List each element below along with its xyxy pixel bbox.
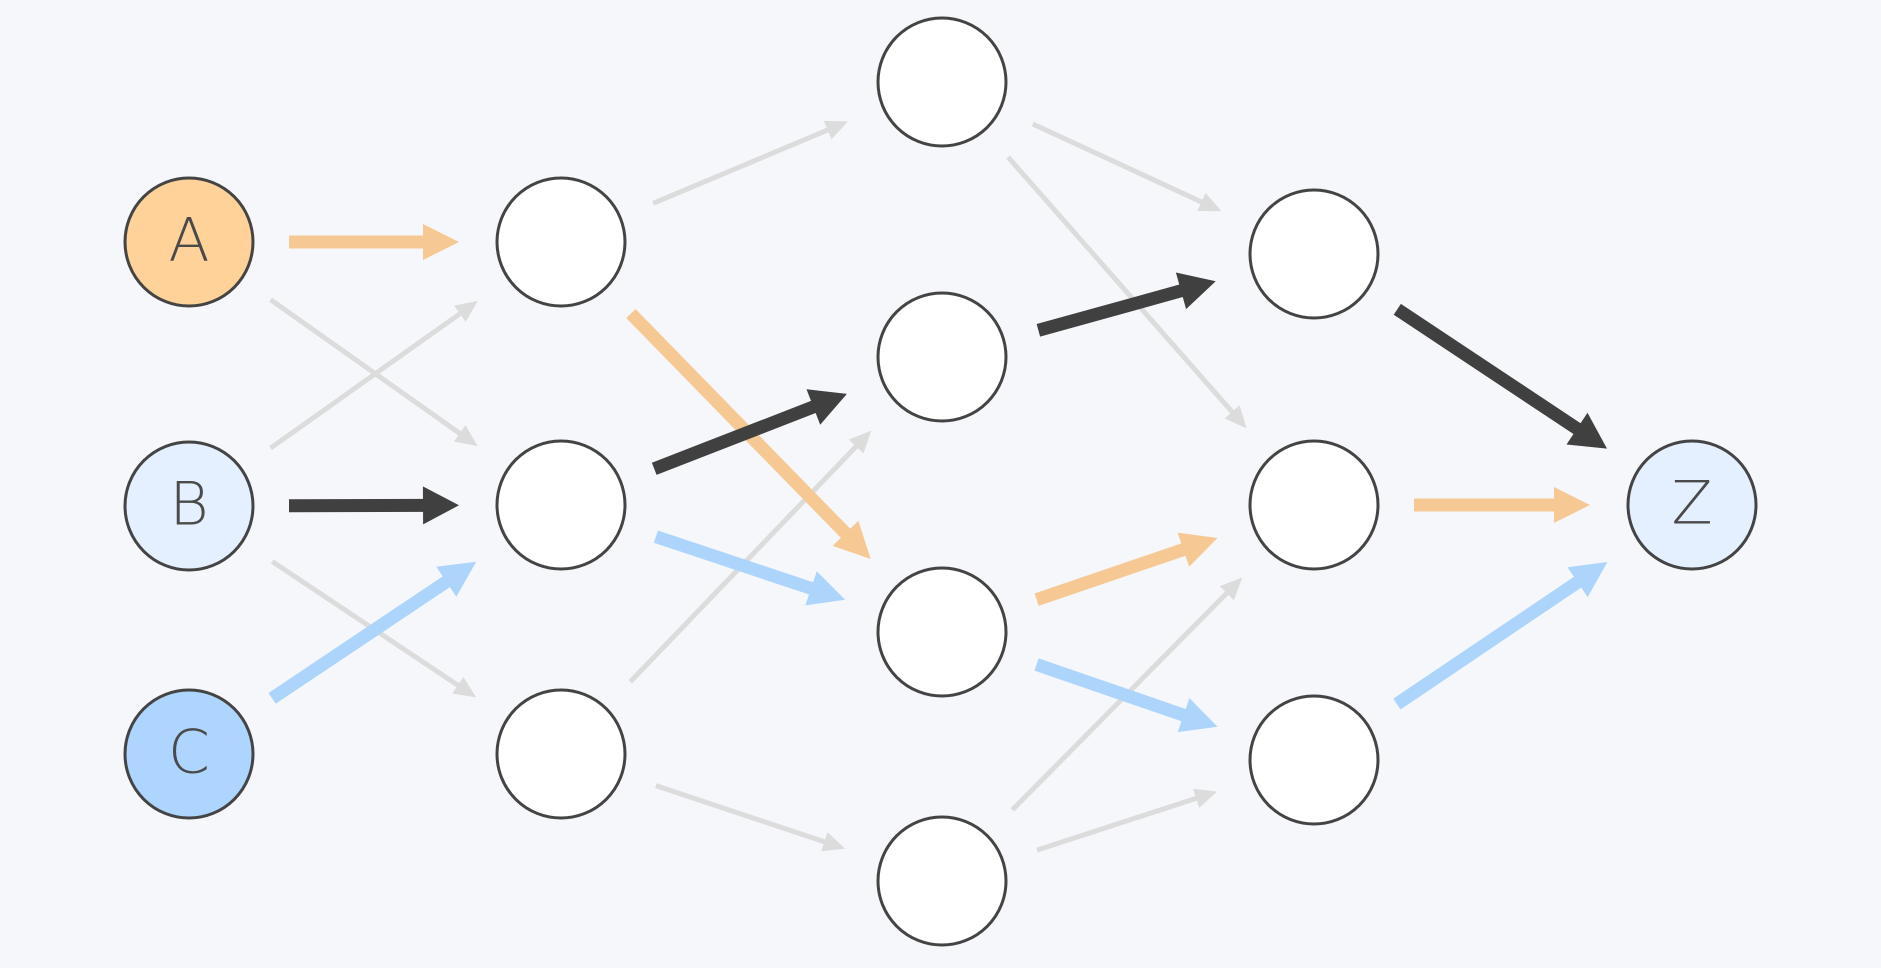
arrowhead-icon [1177,698,1218,733]
node-circle [876,566,1008,698]
node-label: B [169,470,208,540]
node-h2d [876,815,1008,947]
edge-line [1006,155,1236,416]
arrowhead-icon [1177,532,1218,567]
edge-line [1036,795,1199,853]
arrowhead-icon [422,486,459,525]
arrowhead-icon [423,224,459,260]
node-circle [876,815,1008,947]
node-circle [1626,439,1758,571]
edge-line [653,530,816,596]
arrowhead-icon [1554,487,1590,523]
node-circle [876,16,1008,148]
edge-line [1034,542,1188,606]
node-label: A [168,206,209,276]
arrowhead-icon [848,430,872,454]
arrowhead-icon [821,832,846,852]
node-circle [123,688,255,820]
node-circle [123,440,255,572]
edge-line [1034,658,1188,722]
node-h2c [876,566,1008,698]
edge-h1b-h2c-highlighted [653,530,846,606]
nodes-layer: A B C Z [123,16,1758,947]
node-circle [876,291,1008,423]
edge-line [1031,121,1205,206]
node-circle [1248,439,1380,571]
edges-layer [268,120,1608,853]
edge-A-h1a-highlighted [289,224,459,260]
edge-h2d-h3b-inactive [1010,577,1243,812]
arrowhead-icon [1567,562,1608,598]
edge-h2a-h3a-inactive [1031,121,1222,212]
arrowhead-icon [806,389,847,425]
edge-B-h1c-inactive [270,559,477,698]
arrowhead-icon [1193,788,1217,808]
edge-line [652,126,831,206]
node-circle [495,688,627,820]
node-label: C [168,718,210,788]
edge-line [268,575,452,704]
edge-line [655,783,828,845]
node-circle [123,176,255,308]
edge-line [651,400,818,475]
edge-B-h1b-highlighted [288,486,459,525]
node-circle [1248,188,1380,320]
arrowhead-icon [1219,577,1243,601]
edge-line [269,297,463,437]
edge-h1c-h2d-inactive [655,783,846,852]
edge-h3b-Z-highlighted [1414,487,1590,523]
node-B: B [123,440,255,572]
arrowhead-icon [1197,192,1222,212]
edge-h2c-h3c-highlighted [1034,658,1218,733]
edge-h1a-h2a-inactive [652,120,848,206]
arrowhead-icon [436,561,477,597]
node-circle [495,176,627,308]
node-h1b [495,439,627,571]
edge-line [1036,284,1185,337]
arrowhead-icon [1566,412,1607,449]
edge-line [270,559,461,689]
edge-line [269,310,463,451]
node-circle [495,439,627,571]
arrowhead-icon [1224,405,1247,429]
edge-line [1393,303,1583,436]
arrowhead-icon [454,301,478,322]
edge-C-h1b-highlighted [268,561,477,704]
arrowhead-icon [454,425,478,447]
edge-h2d-h3c-inactive [1036,788,1217,853]
node-h3a [1248,188,1380,320]
edge-B-h1a-inactive [269,301,478,451]
edge-line [1393,575,1583,710]
arrowhead-icon [832,520,871,559]
node-h3c [1248,694,1380,826]
node-A: A [123,176,255,308]
edge-h3a-Z-highlighted [1393,303,1607,449]
node-Z: Z [1626,439,1758,571]
node-h1c [495,688,627,820]
edge-line [1010,589,1230,812]
arrowhead-icon [805,571,846,606]
edge-A-h1b-inactive [269,297,478,447]
edge-h3c-Z-highlighted [1393,562,1608,710]
edge-h2a-h3b-inactive [1006,155,1247,429]
edge-h2c-h3b-highlighted [1034,532,1218,606]
node-circle [1248,694,1380,826]
edge-line [626,308,852,540]
node-h2b [876,291,1008,423]
edge-h2b-h3a-highlighted [1036,272,1216,337]
node-h1a [495,176,627,308]
edge-h1a-h2c-highlighted [626,308,871,559]
arrowhead-icon [452,676,477,698]
node-h3b [1248,439,1380,571]
node-label: Z [1671,469,1712,539]
node-C: C [123,688,255,820]
arrowhead-icon [1175,272,1216,310]
node-h2a [876,16,1008,148]
arrowhead-icon [823,120,848,140]
edge-h1b-h2b-highlighted [651,389,847,475]
